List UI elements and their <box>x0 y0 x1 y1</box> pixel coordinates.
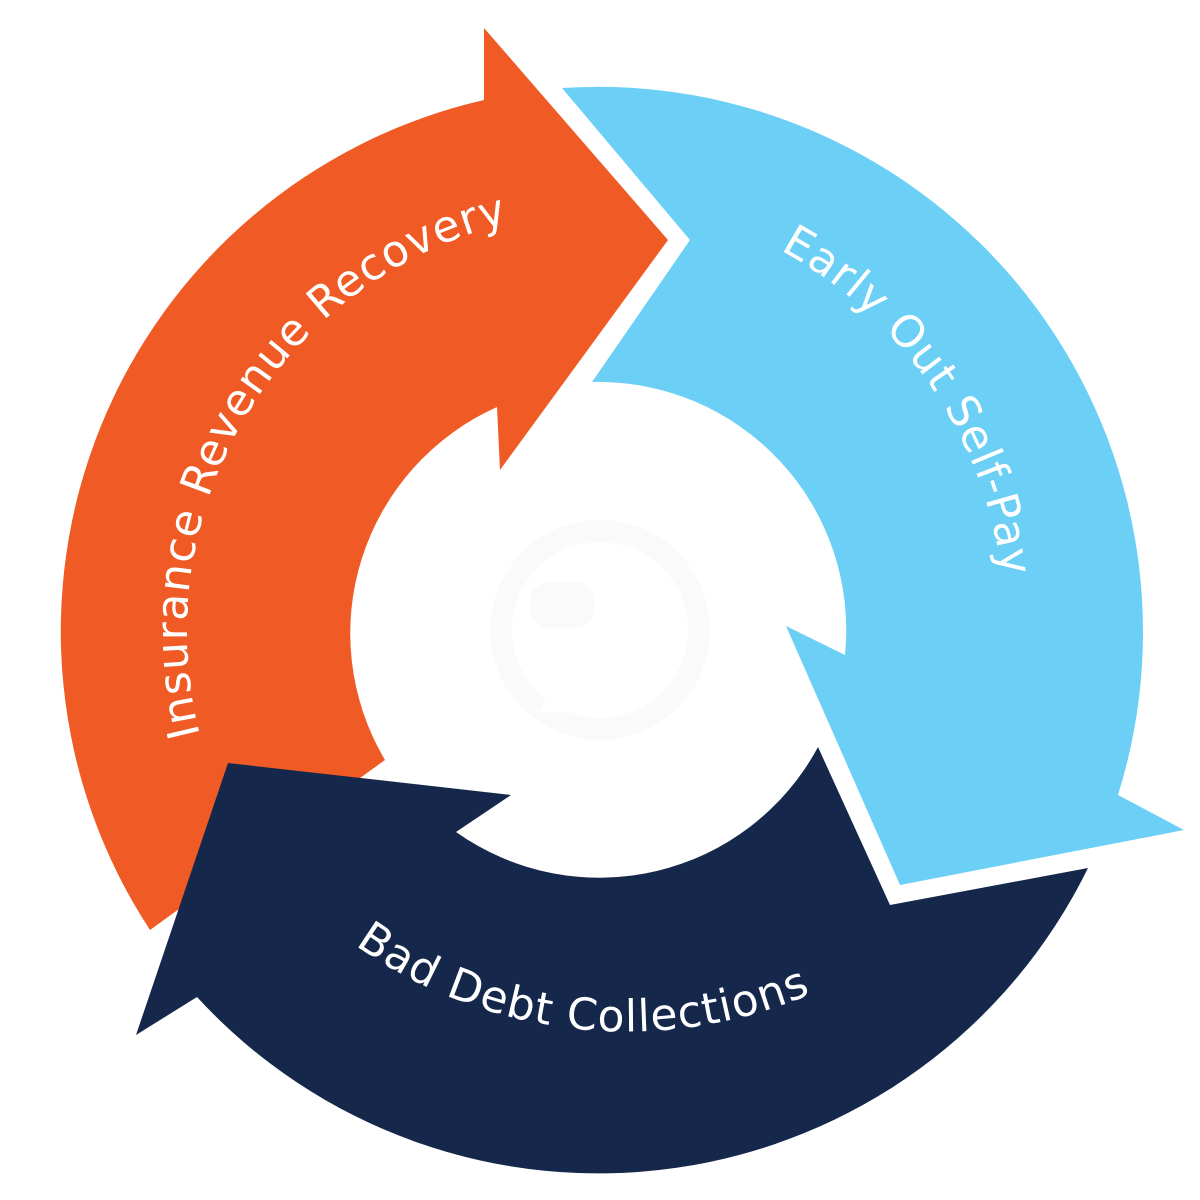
arrow-insurance-revenue-recovery <box>60 28 668 930</box>
brand-logo-icon <box>490 520 710 740</box>
arrow-bad-debt-collections <box>136 747 1088 1174</box>
arrow-early-out-self-pay <box>562 86 1184 885</box>
